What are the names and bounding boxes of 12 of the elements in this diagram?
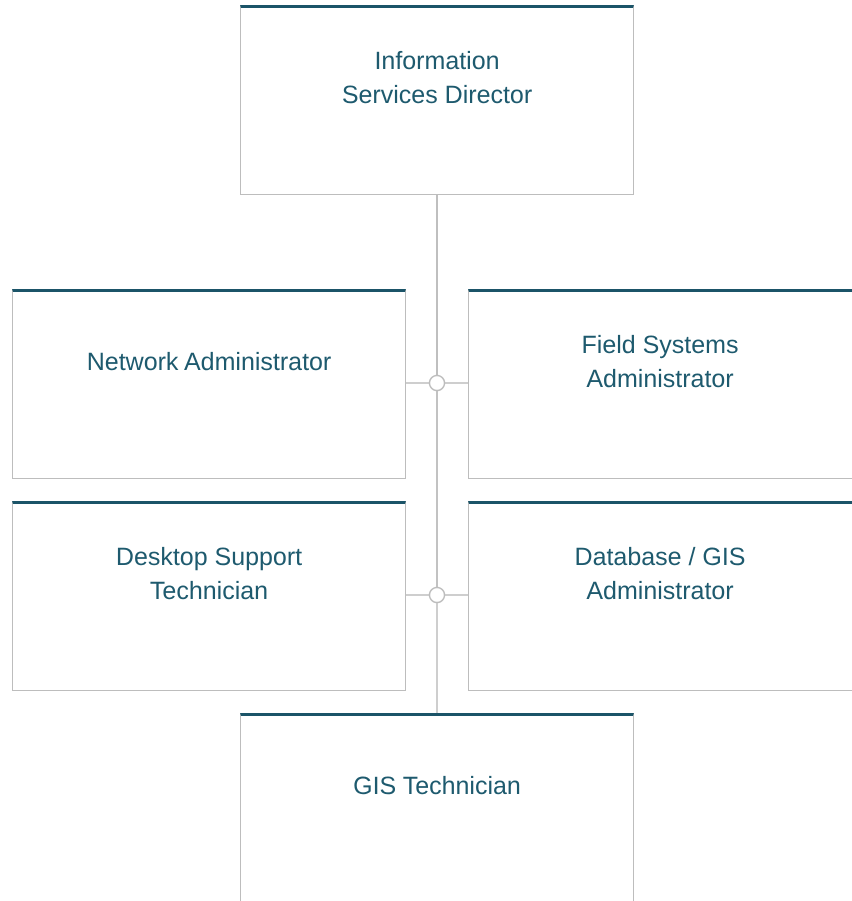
position-box — [468, 501, 852, 691]
position-box — [468, 289, 852, 479]
position-box — [240, 5, 634, 195]
job-title: Field Systems Administrator — [580, 330, 740, 395]
job-title: GIS Technician — [353, 771, 521, 802]
position-box — [12, 289, 406, 479]
job-title: Information Services Director — [340, 46, 534, 111]
job-title: Database / GIS Administrator — [574, 542, 746, 607]
job-title: Desktop Support Technician — [114, 542, 304, 607]
position-box — [240, 713, 634, 901]
position-box — [12, 501, 406, 691]
job-title: Network Administrator — [86, 347, 332, 378]
